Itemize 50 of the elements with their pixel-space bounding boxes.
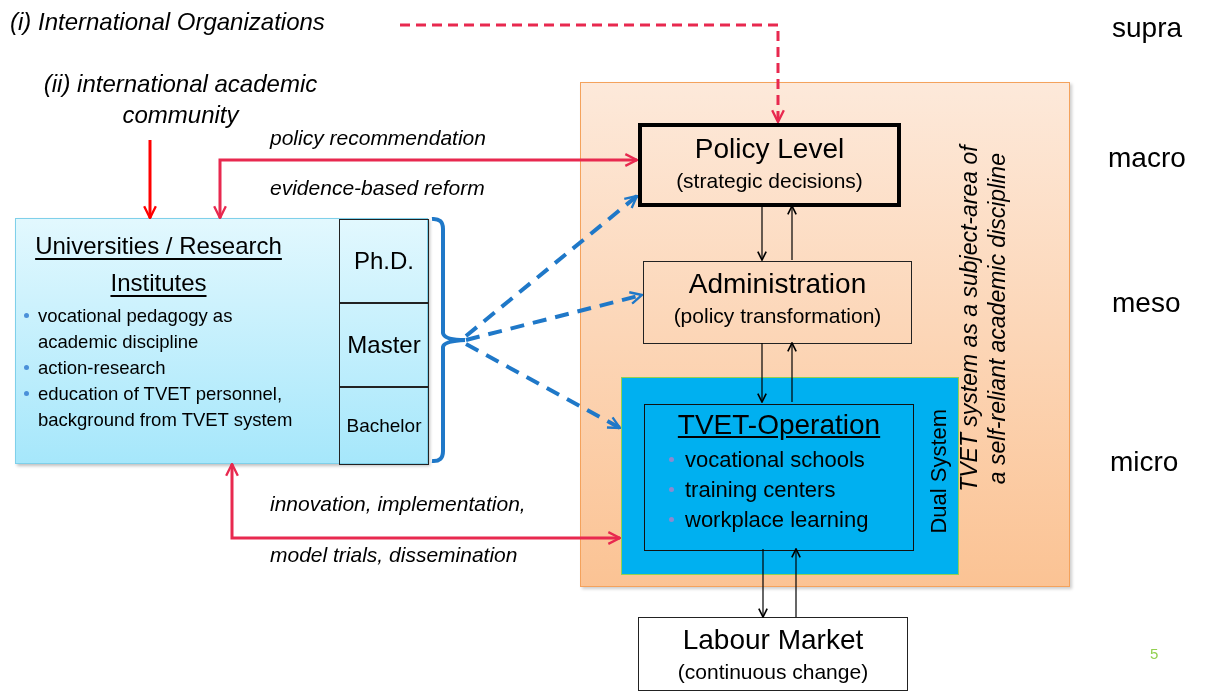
bullet-text: training centers <box>659 475 913 505</box>
arrow <box>225 462 622 545</box>
annotation-text: evidence-based reform <box>270 176 485 200</box>
edge-label: innovation, implementation, <box>270 492 526 516</box>
degree-label: Bachelor <box>346 415 422 437</box>
degree-label: Ph.D. <box>354 247 414 275</box>
dashed-arrow <box>465 342 622 430</box>
page-number: 5 <box>1150 645 1159 662</box>
title-text: Labour Market <box>681 623 865 657</box>
arrow <box>143 140 157 220</box>
dashed-arrow <box>465 291 644 342</box>
degree-label: Master <box>347 331 421 359</box>
institution-box <box>15 218 428 464</box>
dashed-arrow <box>400 23 785 124</box>
arrow <box>757 342 767 403</box>
annotation-text: model trials, dissemination <box>270 543 518 567</box>
level-label: micro <box>1110 446 1179 478</box>
level-label: supra <box>1112 12 1183 44</box>
arrow <box>213 153 639 220</box>
arrow <box>787 342 797 403</box>
bullet-text: education of TVET personnel, background from TVET system <box>16 381 301 433</box>
dashed-arrow <box>464 194 639 338</box>
arrow <box>757 205 767 261</box>
label-text: (i) International Organizations <box>10 7 326 37</box>
level-label: macro <box>1108 142 1186 174</box>
system-box <box>621 377 959 575</box>
heading-text: Universities / Research Institutes <box>34 231 283 298</box>
bullet-text: vocational schools <box>659 445 913 475</box>
bullet-text: action-research <box>16 355 301 381</box>
title-text: Administration <box>687 267 868 301</box>
subtitle-text: (continuous change) <box>676 659 870 685</box>
arrow <box>758 548 768 618</box>
process-box <box>643 261 912 344</box>
process-box <box>638 617 908 691</box>
degree-cell <box>339 387 429 465</box>
vertical-text: TVET system as a subject-area of a self-reliant academic discipline <box>955 142 1011 494</box>
degree-cell <box>339 219 429 303</box>
degree-cell <box>339 303 429 387</box>
title-text: Policy Level <box>693 132 846 166</box>
bullet-text: workplace learning <box>659 505 913 535</box>
process-box <box>644 404 914 551</box>
vertical-text: Dual System <box>925 407 952 536</box>
subtitle-text: (policy transformation) <box>672 303 883 329</box>
title-text: TVET-Operation <box>676 408 882 442</box>
process-box <box>638 123 901 207</box>
arrow <box>791 548 801 618</box>
level-label: meso <box>1112 287 1181 319</box>
subtitle-text: (strategic decisions) <box>675 168 864 194</box>
arrow <box>787 205 797 261</box>
system-panel <box>580 82 1070 587</box>
